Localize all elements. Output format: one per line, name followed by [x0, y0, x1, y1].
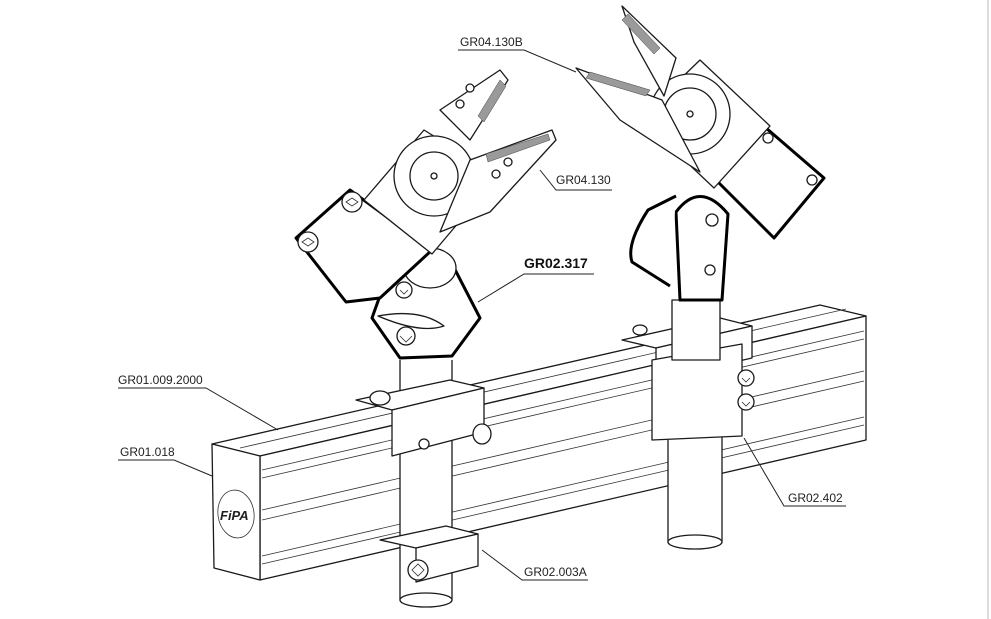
- label-gr02-402: GR02.402: [788, 491, 843, 505]
- label-gr02-317: GR02.317: [524, 255, 588, 271]
- left-gripper-assembly: [294, 69, 557, 608]
- profile-rail: [211, 304, 867, 581]
- label-gr01-018: GR01.018: [120, 445, 175, 459]
- label-gr02-003a: GR02.003A: [524, 565, 587, 579]
- end-cap: FiPA: [211, 443, 261, 581]
- leader-lines: [118, 49, 846, 581]
- right-gripper-assembly: [575, 5, 826, 550]
- label-gr04-130b: GR04.130B: [460, 35, 523, 49]
- label-gr01-009-2000: GR01.009.2000: [118, 373, 203, 387]
- fipa-logo: FiPA: [220, 508, 249, 523]
- label-gr04-130: GR04.130: [556, 173, 611, 187]
